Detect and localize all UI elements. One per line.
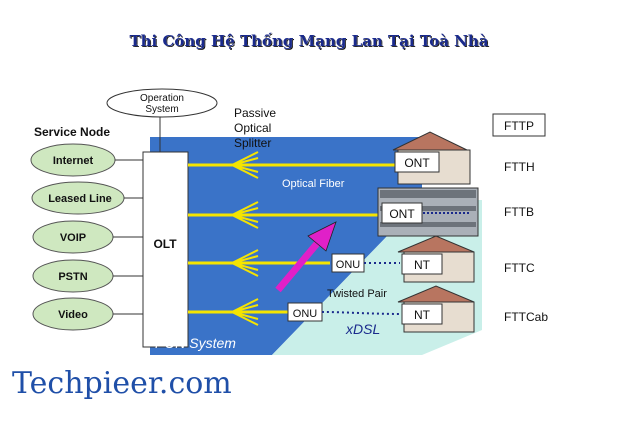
splitter-label-1: Passive: [234, 106, 276, 120]
service-video: Video: [32, 297, 143, 331]
house-fttc: NT: [397, 235, 475, 283]
splitter-fans: [231, 151, 259, 326]
watermark-text: Techpieer.com: [12, 366, 232, 401]
service-voip: VOIP: [32, 220, 143, 254]
splitter-label-3: Splitter: [234, 136, 271, 150]
nt-label-2: NT: [414, 308, 431, 322]
onu-label-1: ONU: [336, 259, 361, 271]
service-node-label: Service Node: [34, 125, 110, 139]
fttp-label: FTTP: [504, 119, 534, 133]
page-title: Thi Công Hệ Thống Mạng Lan Tại Toà Nhà: [129, 32, 489, 50]
house-ftth: ONT: [392, 131, 471, 185]
operation-system-node: Operation System: [106, 88, 218, 118]
fttcab-label: FTTCab: [504, 310, 548, 324]
optical-fiber-label: Optical Fiber: [282, 178, 345, 190]
twisted-pair-label: Twisted Pair: [327, 288, 387, 300]
service-pstn: PSTN: [32, 259, 143, 293]
ont-building-label: ONT: [389, 207, 415, 221]
operation-system-label-2: System: [145, 104, 178, 115]
fttc-label: FTTC: [504, 261, 535, 275]
building-fttb: ONT: [377, 187, 479, 237]
ont-house-label: ONT: [404, 156, 430, 170]
onu-label-2: ONU: [293, 308, 318, 320]
nt-label-1: NT: [414, 258, 431, 272]
service-internet: Internet: [30, 143, 143, 177]
splitter-label-2: Optical: [234, 121, 271, 135]
service-label-voip: VOIP: [60, 232, 86, 244]
fttp-box: [492, 113, 546, 137]
migration-arrow: [275, 221, 337, 293]
house-fttcab: NT: [397, 285, 475, 333]
service-label-video: Video: [58, 309, 88, 321]
fttb-label: FTTB: [504, 205, 534, 219]
operation-system-label-1: Operation: [140, 93, 184, 104]
pon-system-label: PON System: [155, 335, 236, 351]
service-label-pstn: PSTN: [58, 271, 87, 283]
service-label-leased-line: Leased Line: [48, 193, 112, 205]
xdsl-label: xDSL: [345, 321, 380, 337]
service-label-internet: Internet: [53, 155, 94, 167]
olt-box: [142, 151, 189, 348]
optical-fiber-lines: [188, 163, 395, 314]
service-leased-line: Leased Line: [31, 181, 143, 215]
ftth-label: FTTH: [504, 160, 535, 174]
olt-label: OLT: [153, 237, 177, 251]
pon-system-area: [150, 137, 422, 355]
